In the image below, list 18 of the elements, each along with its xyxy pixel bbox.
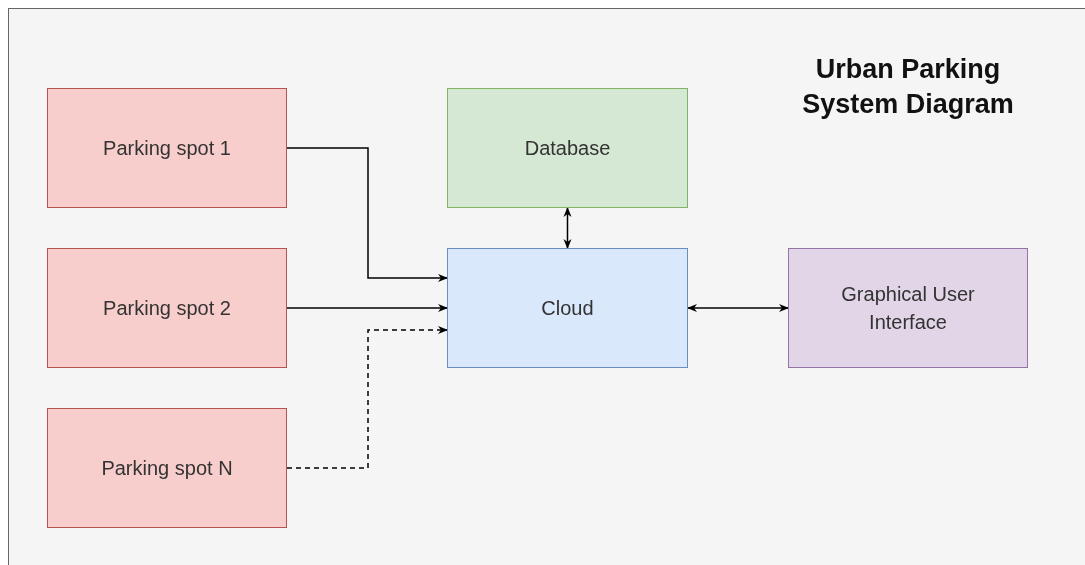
box-label: Parking spot 1 bbox=[102, 136, 232, 161]
box-label: Graphical User Interface bbox=[840, 282, 976, 335]
process-box bbox=[47, 408, 287, 528]
diagram-title: Urban Parking System Diagram bbox=[801, 53, 1015, 122]
box-label: Parking spot N bbox=[100, 456, 234, 481]
process-box bbox=[788, 248, 1028, 368]
arrow bbox=[286, 147, 448, 282]
process-box bbox=[447, 248, 688, 368]
arrow bbox=[563, 207, 572, 249]
process-box bbox=[447, 88, 688, 208]
box-label: Parking spot 2 bbox=[102, 296, 232, 321]
process-box bbox=[47, 88, 287, 208]
box-label: Cloud bbox=[540, 296, 595, 321]
arrow bbox=[286, 326, 448, 469]
arrow bbox=[687, 304, 789, 312]
process-box bbox=[47, 248, 287, 368]
arrow bbox=[286, 304, 448, 312]
box-label: Database bbox=[523, 136, 612, 161]
